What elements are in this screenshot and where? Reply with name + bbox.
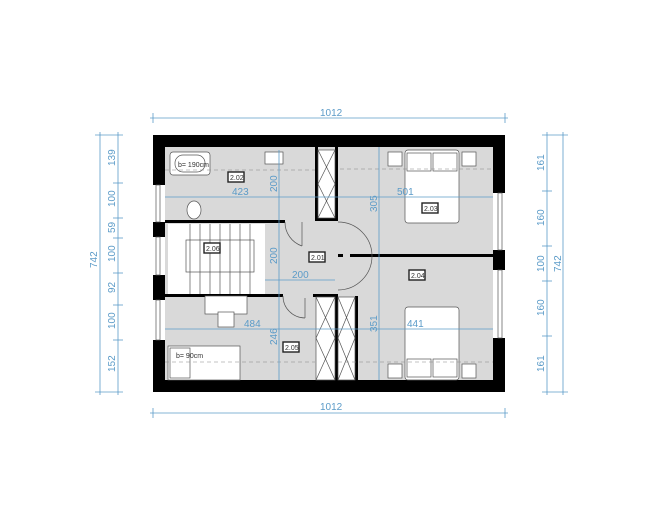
- bathtub: b= 190cm: [169, 151, 211, 176]
- door-swings: [282, 221, 373, 319]
- svg-text:139: 139: [107, 149, 118, 166]
- room-label-bedroom-ne: 2.03: [421, 202, 439, 214]
- svg-text:100: 100: [107, 190, 118, 207]
- svg-text:742: 742: [89, 251, 100, 268]
- svg-text:152: 152: [107, 355, 118, 372]
- svg-text:100: 100: [107, 245, 118, 262]
- svg-text:2.02: 2.02: [230, 175, 244, 182]
- svg-text:200: 200: [269, 175, 280, 192]
- svg-text:161: 161: [536, 355, 547, 372]
- svg-text:92: 92: [107, 281, 118, 293]
- washbasin: [264, 151, 284, 165]
- dimension-bottom: 1012: [150, 402, 508, 418]
- wardrobes: [315, 149, 356, 381]
- svg-text:501: 501: [397, 187, 414, 198]
- svg-text:1012: 1012: [320, 402, 343, 413]
- svg-text:161: 161: [536, 154, 547, 171]
- svg-text:200: 200: [292, 270, 309, 281]
- svg-text:59: 59: [107, 221, 118, 233]
- svg-text:484: 484: [244, 319, 261, 330]
- bathtub-note: b= 190cm: [178, 162, 209, 169]
- inner-dimensions: 423 501 200 200 246 200 484 441 305 351: [165, 147, 493, 380]
- svg-text:2.04: 2.04: [411, 273, 425, 280]
- room-label-stairs: 2.06: [203, 242, 221, 254]
- single-bed: b= 90cm: [167, 345, 241, 381]
- svg-text:246: 246: [269, 328, 280, 345]
- double-bed-north: [387, 149, 477, 224]
- outer-walls: [153, 135, 505, 392]
- dimension-right: 742 161 160 100 160 161: [536, 132, 568, 395]
- svg-text:160: 160: [536, 209, 547, 226]
- svg-text:351: 351: [369, 315, 380, 332]
- svg-text:441: 441: [407, 319, 424, 330]
- chair: [217, 311, 235, 328]
- svg-text:100: 100: [107, 312, 118, 329]
- svg-text:2.06: 2.06: [206, 246, 220, 253]
- room-label-bedroom-sw: 2.05: [282, 341, 300, 353]
- svg-text:1012: 1012: [320, 108, 343, 119]
- staircase: [185, 224, 255, 294]
- svg-text:200: 200: [269, 247, 280, 264]
- svg-text:2.03: 2.03: [424, 206, 438, 213]
- room-label-bathroom: 2.02: [227, 171, 245, 183]
- dimension-top: 1012: [150, 108, 508, 123]
- svg-text:2.05: 2.05: [285, 345, 299, 352]
- windows: [155, 184, 503, 341]
- svg-text:160: 160: [536, 299, 547, 316]
- room-label-hall: 2.01: [308, 251, 326, 263]
- svg-text:305: 305: [369, 195, 380, 212]
- desk: [204, 295, 248, 315]
- toilet: [186, 200, 202, 220]
- svg-text:2.01: 2.01: [311, 255, 325, 262]
- svg-text:100: 100: [536, 255, 547, 272]
- bed-note: b= 90cm: [176, 353, 203, 360]
- room-label-bedroom-se: 2.04: [408, 269, 426, 281]
- svg-text:423: 423: [232, 187, 249, 198]
- inner-walls: [165, 147, 493, 380]
- svg-text:742: 742: [553, 255, 564, 272]
- dimension-left: 742 139 100 59 100 92 100 152: [89, 132, 123, 395]
- stair-area: [168, 224, 265, 294]
